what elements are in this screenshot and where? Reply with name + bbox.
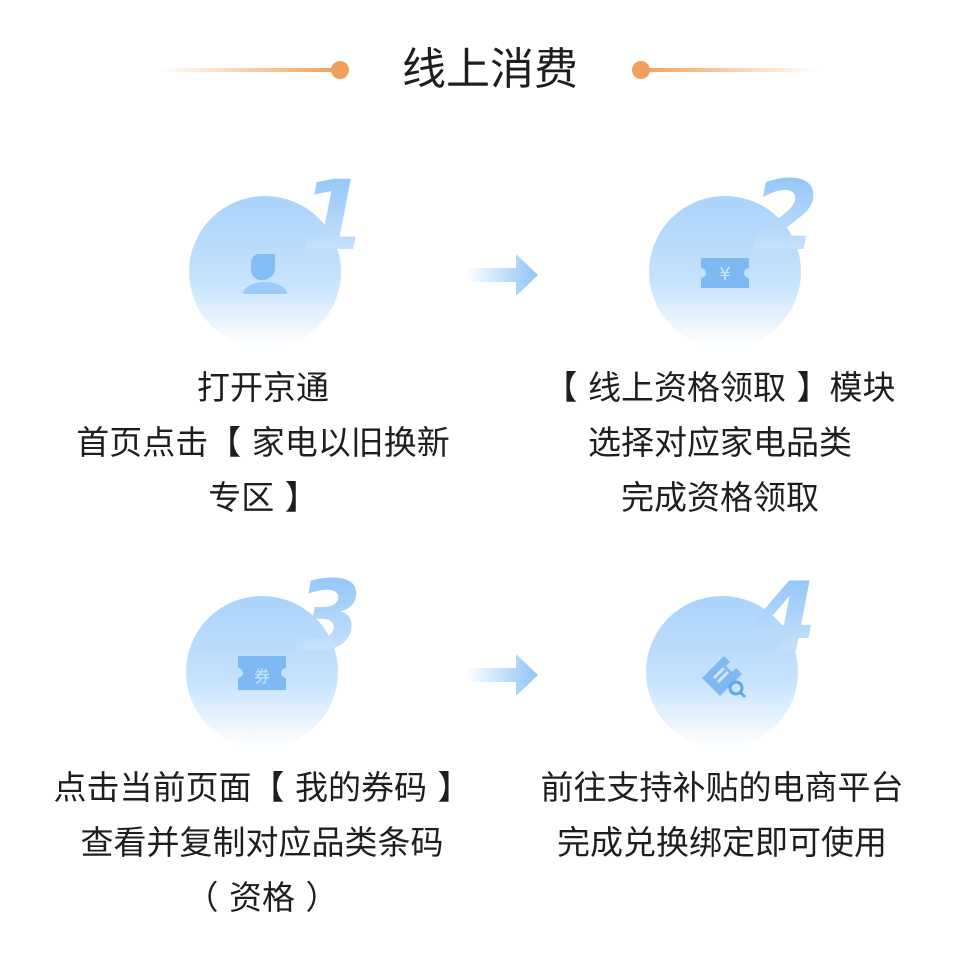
title-dot-left — [331, 61, 349, 79]
step-2-text: 【 线上资格领取 】模块 选择对应家电品类 完成资格领取 — [480, 360, 960, 525]
step-4-text: 前往支持补贴的电商平台 完成兑换绑定即可使用 — [482, 760, 962, 870]
title-line-right — [640, 68, 820, 72]
step-text-line: 完成资格领取 — [621, 478, 819, 517]
step-2-circle: ¥ — [649, 196, 801, 348]
step-text-line: 前往支持补贴的电商平台 — [540, 768, 904, 807]
svg-text:券: 券 — [254, 667, 270, 686]
svg-text:¥: ¥ — [719, 264, 730, 285]
step-text-line: 专区 】 — [208, 478, 318, 517]
arrow-icon — [466, 250, 541, 300]
step-number: 3 — [295, 560, 362, 672]
step-text-line: 打开京通 — [197, 368, 329, 407]
ticket-search-icon — [702, 656, 747, 699]
step-number: 4 — [750, 562, 817, 674]
step-4-circle — [646, 596, 798, 748]
step-text-line: 选择对应家电品类 — [588, 423, 852, 462]
step-text-line: （ 资格 ） — [185, 878, 339, 917]
step-1-circle — [189, 196, 341, 348]
step-text-line: 【 线上资格领取 】模块 — [544, 368, 896, 407]
page-title: 线上消费 — [402, 44, 578, 95]
step-text-line: 点击当前页面【 我的券码 】 — [53, 768, 471, 807]
step-number: 2 — [752, 160, 819, 272]
step-1-text: 打开京通 首页点击【 家电以旧换新 专区 】 — [23, 360, 503, 525]
step-text-line: 首页点击【 家电以旧换新 — [76, 423, 450, 462]
step-text-line: 查看并复制对应品类条码 — [80, 823, 444, 862]
step-number: 1 — [300, 160, 367, 272]
yuan-ticket-icon: ¥ — [701, 258, 749, 288]
step-3-circle: 券 — [186, 596, 338, 748]
title-line-left — [160, 68, 340, 72]
step-3-text: 点击当前页面【 我的券码 】 查看并复制对应品类条码 （ 资格 ） — [22, 760, 502, 925]
arrow-icon — [466, 650, 541, 700]
coupon-icon: 券 — [238, 656, 286, 690]
step-text-line: 完成兑换绑定即可使用 — [557, 823, 887, 862]
user-icon — [243, 254, 287, 294]
